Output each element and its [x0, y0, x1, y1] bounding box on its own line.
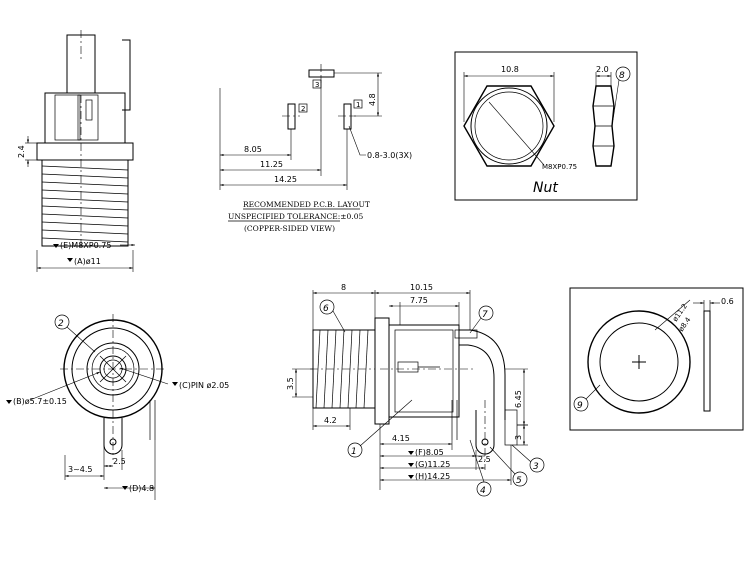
top-side-view: 2.4 (E)M8XP0.75 (A)ø11 — [17, 30, 135, 272]
side-dim-f: (F)8.05 — [415, 448, 444, 457]
washer-callout-9: 9 — [577, 401, 583, 411]
pcb-pin-label-3: 3 — [315, 81, 319, 89]
pcb-pin-label-2: 2 — [301, 105, 305, 113]
callout-circle-9 — [573, 396, 589, 412]
side-dim-3-5: 3.5 — [286, 377, 295, 390]
callout-circle-3 — [529, 457, 545, 473]
side-callout-7: 7 — [482, 310, 488, 320]
callout-circle-8 — [615, 66, 631, 82]
nut-detail: M8XP0.75 10.8 Nut 2.0 8 — [454, 51, 638, 201]
front-dim-b: (B)ø5.7±0.15 — [13, 397, 67, 406]
dim-2-4: 2.4 — [17, 145, 26, 158]
thread-lines — [41, 165, 129, 243]
side-dim-10-15: 10.15 — [410, 283, 433, 292]
side-section-view: 8 10.15 7.75 3.5 4.2 6.45 3 4.15 (F)8.05 — [286, 283, 545, 497]
side-callout-4: 4 — [480, 486, 486, 496]
pcb-layout: 3 2 1 4.8 8.05 11.25 14.25 0.8-3.0(3X) R… — [219, 64, 412, 233]
thread-label-e: (E)M8XP0.75 — [60, 241, 111, 250]
pcb-caption-view: (COPPER-SIDED VIEW) — [244, 224, 335, 233]
pcb-dim-14-25: 14.25 — [274, 175, 297, 184]
nut-callout-8: 8 — [619, 71, 625, 81]
side-callout-6: 6 — [323, 304, 329, 314]
callout-circle-1 — [347, 442, 363, 458]
pcb-dim-8-05: 8.05 — [244, 145, 262, 154]
callout-circle-7 — [478, 305, 494, 321]
front-callout-2: 2 — [58, 319, 64, 329]
side-dim-3: 3 — [514, 435, 523, 440]
callout-circle-6 — [319, 299, 335, 315]
nut-dim-2-0: 2.0 — [596, 65, 609, 74]
front-dim-d: (D)4.8 — [129, 484, 154, 493]
nut-label: Nut — [533, 180, 558, 196]
pcb-dim-11-25: 11.25 — [260, 160, 283, 169]
nut-thread: M8XP0.75 — [542, 163, 577, 171]
side-dim-4-2: 4.2 — [324, 416, 337, 425]
washer-detail: 0.6 ø11.2 ø8.4 9 — [569, 287, 744, 431]
side-callout-3: 3 — [533, 462, 539, 472]
front-dim-c: (C)PIN ø2.05 — [179, 381, 229, 390]
side-dim-8: 8 — [341, 283, 346, 292]
pcb-caption-title: RECOMMENDED P.C.B. LAYOUT — [243, 200, 370, 209]
side-dim-7-75: 7.75 — [410, 296, 428, 305]
side-dim-2-5: 2.5 — [478, 455, 491, 464]
side-dim-6-45: 6.45 — [514, 390, 523, 408]
pcb-caption-tolerance: UNSPECIFIED TOLERANCE:±0.05 — [228, 212, 363, 221]
washer-dim-thickness: 0.6 — [721, 297, 734, 306]
front-dim-2-5: 2.5 — [113, 457, 126, 466]
side-dim-g: (G)11.25 — [415, 460, 450, 469]
callout-circle-5 — [512, 471, 528, 487]
nut-dim-10-8: 10.8 — [501, 65, 519, 74]
front-view: 2 (B)ø5.7±0.15 (C)PIN ø2.05 3~4.5 2.5 (D… — [6, 314, 229, 500]
side-dim-h: (H)14.25 — [415, 472, 450, 481]
pcb-hole-note: 0.8-3.0(3X) — [367, 151, 412, 160]
side-dim-4-15: 4.15 — [392, 434, 410, 443]
side-callout-1: 1 — [351, 447, 357, 457]
dim-a-diameter: (A)ø11 — [74, 257, 101, 266]
front-dim-range: 3~4.5 — [68, 465, 93, 474]
callout-circle-2 — [54, 314, 70, 330]
pcb-pin-label-1: 1 — [356, 101, 360, 109]
pcb-dim-4-8: 4.8 — [368, 93, 377, 106]
side-callout-5: 5 — [516, 476, 522, 486]
